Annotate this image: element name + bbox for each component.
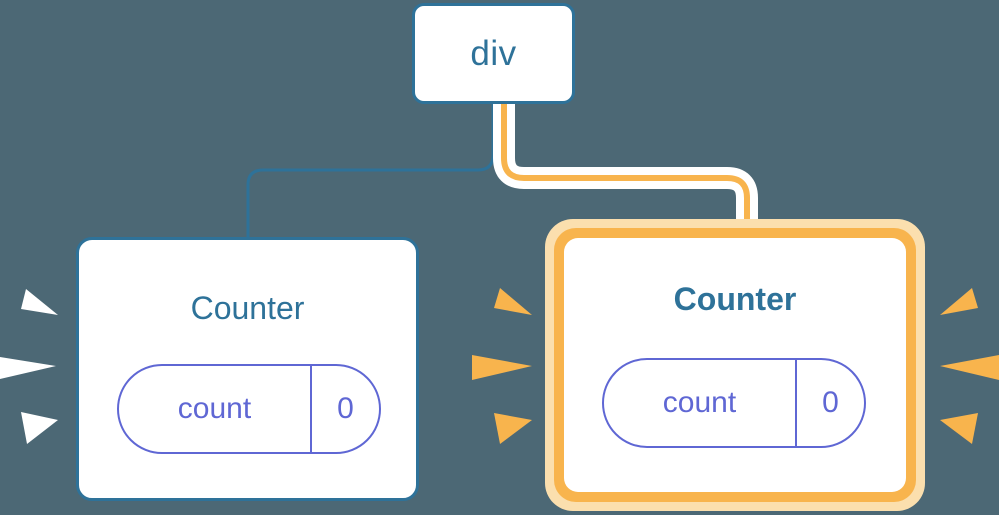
spark-wedge-bottom-icon <box>494 413 532 444</box>
spark-wedge-middle-icon <box>0 357 56 379</box>
spark-burst-left-counter-left <box>0 289 58 444</box>
node-counter-left-title: Counter <box>190 290 305 326</box>
spark-wedge-bottom-icon <box>940 413 978 444</box>
node-div-label: div <box>470 34 517 73</box>
edge-div-to-counter-left <box>246 102 495 239</box>
spark-wedge-middle-icon <box>940 355 999 380</box>
node-counter-right-title: Counter <box>673 281 797 317</box>
spark-wedge-bottom-icon <box>21 412 58 444</box>
state-value-label: 0 <box>822 386 839 419</box>
state-key-label: count <box>119 366 312 452</box>
spark-wedge-middle-icon <box>472 355 532 380</box>
spark-wedge-top-icon <box>21 289 58 315</box>
edge-div-to-counter-right-halo <box>493 104 758 232</box>
spark-wedge-top-icon <box>940 288 978 315</box>
state-value-label: 0 <box>337 392 354 425</box>
node-div[interactable]: div <box>412 3 575 104</box>
spark-burst-left-counter-right <box>472 288 532 444</box>
spark-burst-right-counter-right <box>940 288 999 444</box>
state-key-label: count <box>604 360 797 446</box>
state-pill-counter-right[interactable]: count 0 <box>602 358 866 448</box>
edge-div-to-counter-right <box>501 104 750 232</box>
node-counter-left[interactable]: Counter count 0 <box>76 237 419 501</box>
state-pill-counter-left[interactable]: count 0 <box>117 364 381 454</box>
spark-wedge-top-icon <box>494 288 532 315</box>
node-counter-right[interactable]: Counter count 0 <box>564 238 906 492</box>
